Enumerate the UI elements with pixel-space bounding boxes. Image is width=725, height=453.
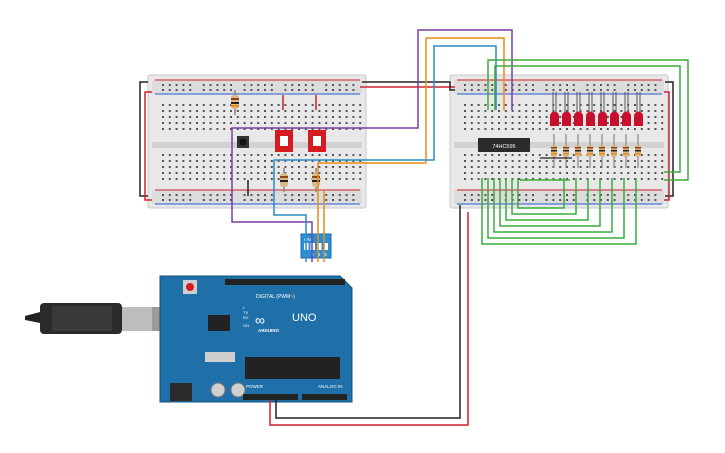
wire-green-loop-6[interactable] xyxy=(511,178,577,215)
dip-on-label: ON xyxy=(304,237,311,242)
led-resistor-2[interactable] xyxy=(563,134,569,168)
wire-arduino-5v-red[interactable] xyxy=(269,212,469,426)
arduino-uno-board[interactable]: ∞ ARDUINO UNO DIGITAL (PWM~) POWER ANALO… xyxy=(159,275,353,403)
led-1[interactable] xyxy=(550,92,559,126)
wire-arduino-gnd-black[interactable] xyxy=(275,205,461,419)
wire-green-loop-2[interactable] xyxy=(487,178,625,239)
led-resistor-5[interactable] xyxy=(599,134,605,168)
wire-green-loop-7[interactable] xyxy=(517,178,565,209)
led-resistor-array xyxy=(551,134,641,168)
led-8[interactable] xyxy=(634,92,643,126)
led-on-label: ON xyxy=(243,323,249,328)
led-resistor-6[interactable] xyxy=(611,134,617,168)
wire-left-rail-black[interactable] xyxy=(139,81,148,197)
wire-green-top-2[interactable] xyxy=(494,65,681,173)
power-header-label: POWER xyxy=(246,384,264,389)
breadboard-left[interactable] xyxy=(147,74,367,209)
dip-pos-3: 3 xyxy=(318,252,321,257)
led-resistor-7[interactable] xyxy=(623,134,629,168)
wire-green-top-1[interactable] xyxy=(487,59,689,181)
slide-switch-1[interactable] xyxy=(275,130,293,152)
led-4[interactable] xyxy=(586,92,595,126)
analog-header-label: ANALOG IN xyxy=(318,384,343,389)
resistor-left-top[interactable] xyxy=(231,90,239,115)
led-tx-label: TX xyxy=(243,310,248,315)
led-3[interactable] xyxy=(574,92,583,126)
resistor-left-bottom-1[interactable] xyxy=(280,168,288,192)
led-l-label: L xyxy=(243,305,246,310)
wire-green-loop-1[interactable] xyxy=(481,178,637,245)
usb-cable[interactable] xyxy=(25,303,160,334)
led-resistor-8[interactable] xyxy=(635,134,641,168)
wire-right-rail-red[interactable] xyxy=(664,91,670,201)
led-resistor-4[interactable] xyxy=(587,134,593,168)
dip-pos-4: 4 xyxy=(324,252,327,257)
chip-label: 74HC595 xyxy=(492,144,515,150)
led-rx-label: RX xyxy=(243,315,249,320)
wire-purple[interactable] xyxy=(231,29,513,262)
arduino-logo-icon: ∞ xyxy=(255,312,265,328)
wires xyxy=(139,29,689,426)
wire-left-rail-red[interactable] xyxy=(144,91,152,201)
led-resistor-1[interactable] xyxy=(551,134,557,168)
wire-green-loop-3[interactable] xyxy=(493,178,613,233)
digital-header-label: DIGITAL (PWM~) xyxy=(256,294,295,300)
led-7[interactable] xyxy=(622,92,631,126)
wire-blue[interactable] xyxy=(273,45,497,262)
arduino-model: UNO xyxy=(292,312,317,324)
slide-switch-2[interactable] xyxy=(308,130,326,152)
pushbutton[interactable] xyxy=(237,136,249,148)
wire-board-link-black[interactable] xyxy=(362,81,455,91)
shift-register-chip[interactable]: 74HC595 xyxy=(478,138,530,152)
led-2[interactable] xyxy=(562,92,571,126)
led-6[interactable] xyxy=(610,92,619,126)
wire-orange[interactable] xyxy=(317,37,505,262)
wire-green-loop-5[interactable] xyxy=(505,178,589,221)
wire-green-loop-4[interactable] xyxy=(499,178,601,227)
led-array[interactable] xyxy=(550,92,643,126)
led-5[interactable] xyxy=(598,92,607,126)
breadboard-left-holes xyxy=(162,84,362,201)
arduino-brand: ARDUINO xyxy=(258,328,279,333)
led-resistor-3[interactable] xyxy=(575,134,581,168)
